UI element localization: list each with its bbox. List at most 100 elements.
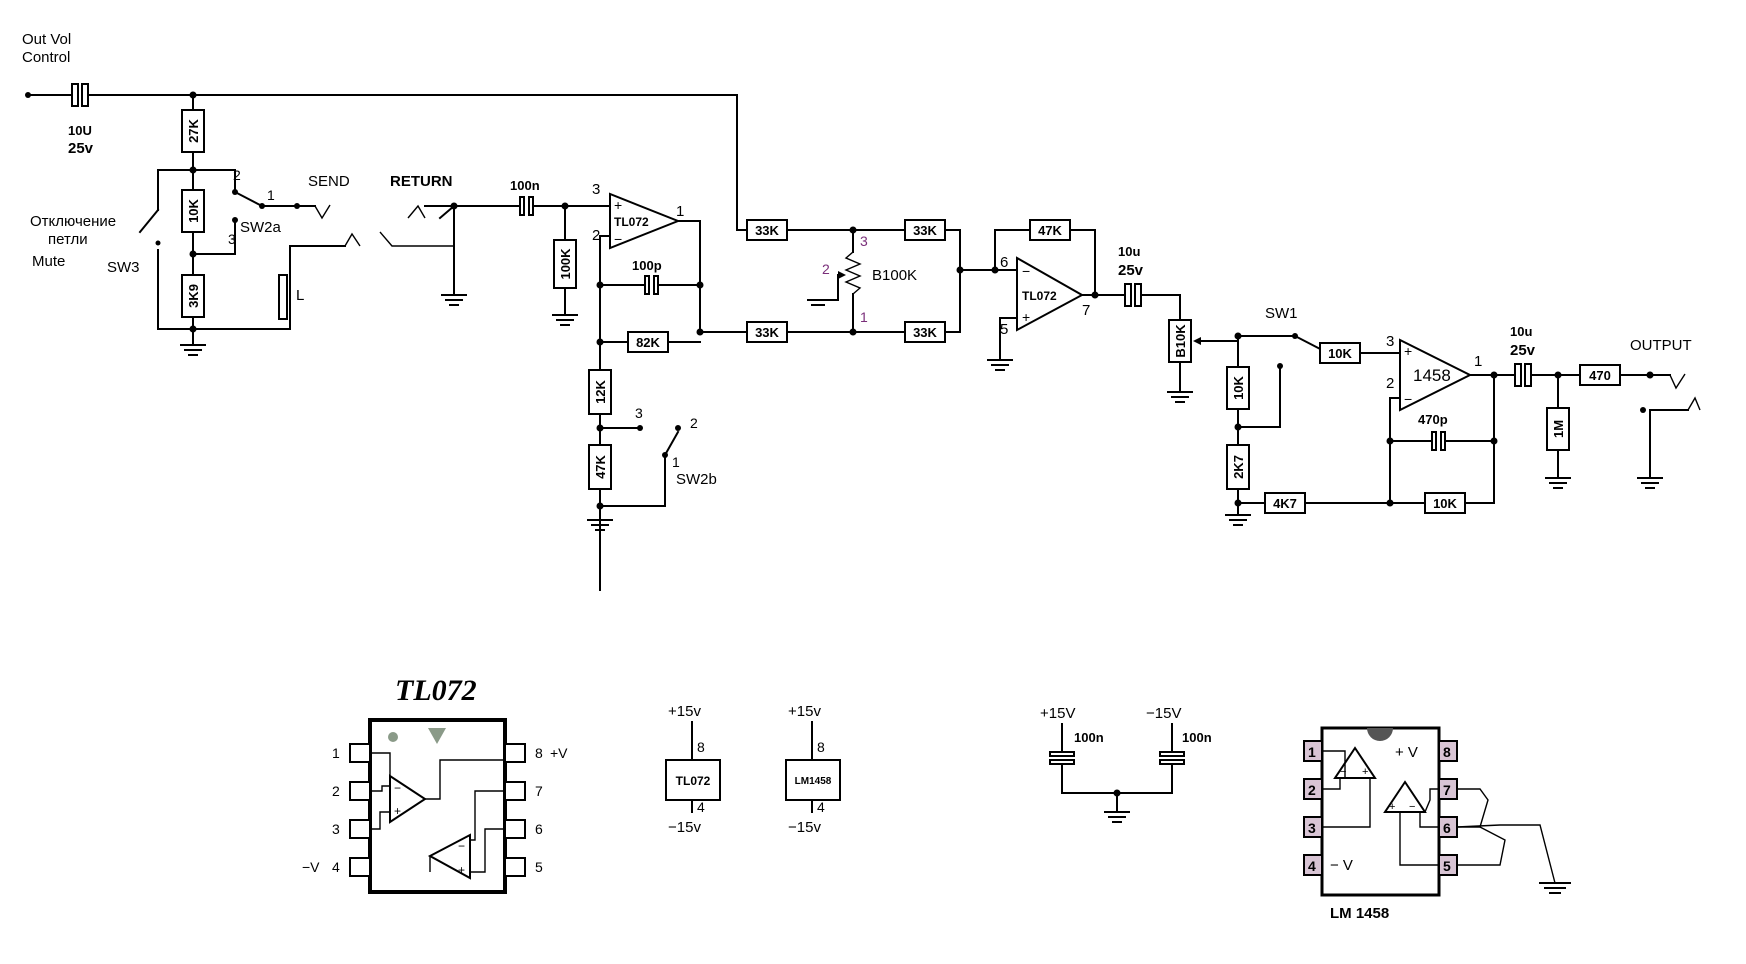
svg-text:−V: −V (302, 859, 320, 875)
input-cap-voltage: 25v (68, 140, 94, 157)
sw3-switch (138, 208, 161, 246)
svg-text:10K: 10K (186, 198, 201, 222)
svg-text:27K: 27K (186, 118, 201, 142)
resistor-100k: 100K (553, 239, 577, 289)
svg-text:+: + (1362, 766, 1368, 778)
ground-b10k (1167, 391, 1193, 403)
svg-text:+: + (394, 804, 401, 818)
output-label: OUTPUT (1630, 337, 1692, 354)
svg-text:1M: 1M (1551, 420, 1566, 438)
svg-text:2K7: 2K7 (1231, 455, 1246, 479)
opamp-1458: 1458 + − (1399, 338, 1473, 412)
svg-text:1: 1 (860, 309, 868, 325)
ground-output-jack (1637, 477, 1663, 489)
opamp-tl072-2: TL072 − + (1016, 256, 1085, 332)
svg-text:100K: 100K (558, 248, 573, 280)
svg-text:3: 3 (332, 821, 340, 837)
ground-1m (1545, 477, 1571, 489)
svg-text:петли: петли (48, 231, 88, 248)
svg-text:−: − (1404, 391, 1412, 407)
svg-text:12K: 12K (593, 379, 608, 403)
ground-divider (180, 344, 206, 356)
power-box-lm1458: +15v 8 LM1458 4 −15v (785, 703, 841, 836)
resistor-10k-sw1: 10K (1226, 366, 1250, 410)
svg-text:Отключение: Отключение (30, 213, 116, 230)
svg-text:5: 5 (535, 859, 543, 875)
svg-text:10u: 10u (1118, 244, 1140, 259)
svg-text:6: 6 (1443, 820, 1451, 836)
svg-text:2: 2 (233, 167, 241, 183)
svg-text:1: 1 (676, 203, 684, 220)
svg-text:33K: 33K (913, 223, 937, 238)
svg-text:10K: 10K (1328, 346, 1352, 361)
svg-text:+15V: +15V (1040, 705, 1075, 722)
svg-text:7: 7 (1082, 302, 1090, 319)
svg-text:1: 1 (267, 187, 275, 203)
svg-text:3: 3 (228, 231, 236, 247)
input-capacitor (71, 83, 89, 107)
svg-text:TL072: TL072 (676, 774, 711, 788)
svg-text:100n: 100n (1182, 730, 1212, 745)
ground-opamp2 (987, 359, 1013, 371)
power-box-tl072: +15v 8 TL072 4 −15v (665, 703, 721, 836)
svg-text:8: 8 (535, 745, 543, 761)
resistor-47k-feedback: 47K (1029, 219, 1071, 241)
resistor-10k-divider: 10K (181, 189, 205, 233)
svg-text:100n: 100n (1074, 730, 1104, 745)
svg-text:4K7: 4K7 (1273, 496, 1297, 511)
svg-text:3: 3 (860, 233, 868, 249)
svg-text:−: − (1022, 263, 1030, 279)
capacitor-10u-output (1514, 363, 1532, 387)
ground-2k7 (1225, 514, 1251, 526)
svg-text:2: 2 (1386, 375, 1394, 392)
sw1-label: SW1 (1265, 305, 1298, 322)
svg-text:+ V: + V (1395, 744, 1418, 761)
svg-text:7: 7 (1443, 782, 1451, 798)
svg-text:100n: 100n (510, 178, 540, 193)
svg-text:6: 6 (535, 821, 543, 837)
send-label: SEND (308, 173, 350, 190)
svg-text:Mute: Mute (32, 253, 65, 270)
out-vol-control-label: Out Vol Control (22, 31, 71, 66)
svg-text:1: 1 (1474, 353, 1482, 370)
svg-text:8: 8 (1443, 744, 1451, 760)
svg-text:6: 6 (1000, 254, 1008, 271)
sw2a-label: SW2a (240, 219, 282, 236)
svg-text:TL072: TL072 (614, 215, 649, 229)
svg-text:2: 2 (822, 261, 830, 277)
svg-text:82K: 82K (636, 335, 660, 350)
resistor-33k-top-left: 33K (746, 219, 788, 241)
svg-text:2: 2 (592, 227, 600, 244)
resistor-33k-top-right: 33K (904, 219, 946, 241)
svg-text:+: + (1022, 309, 1030, 325)
svg-text:3K9: 3K9 (186, 284, 201, 308)
svg-text:10u: 10u (1510, 324, 1532, 339)
svg-text:+: + (1404, 343, 1412, 359)
svg-text:−: − (614, 231, 622, 247)
inductor-label: L (296, 287, 304, 304)
capacitor-470p (1431, 431, 1446, 451)
svg-text:3: 3 (1308, 820, 1316, 836)
svg-text:LM1458: LM1458 (795, 776, 832, 787)
resistor-2k7: 2K7 (1226, 444, 1250, 490)
svg-text:4: 4 (332, 859, 340, 875)
svg-text:−15v: −15v (788, 819, 821, 836)
svg-text:5: 5 (1000, 321, 1008, 338)
svg-text:10K: 10K (1433, 496, 1457, 511)
input-cap-value: 10U (68, 123, 92, 138)
svg-text:−: − (458, 839, 465, 853)
svg-text:−: − (1409, 801, 1415, 813)
svg-text:−: − (1340, 766, 1346, 778)
resistor-1m: 1M (1546, 407, 1570, 451)
svg-text:1: 1 (1308, 744, 1316, 760)
svg-text:1: 1 (672, 454, 680, 470)
sw2b-label: SW2b (676, 471, 717, 488)
svg-text:4: 4 (697, 799, 705, 815)
resistor-3k9: 3K9 (181, 274, 205, 318)
return-label: RETURN (390, 173, 453, 190)
svg-text:3: 3 (1386, 333, 1394, 350)
svg-text:100p: 100p (632, 258, 662, 273)
svg-text:B10K: B10K (1173, 324, 1188, 358)
svg-text:− V: − V (1330, 857, 1353, 874)
svg-text:7: 7 (535, 783, 543, 799)
